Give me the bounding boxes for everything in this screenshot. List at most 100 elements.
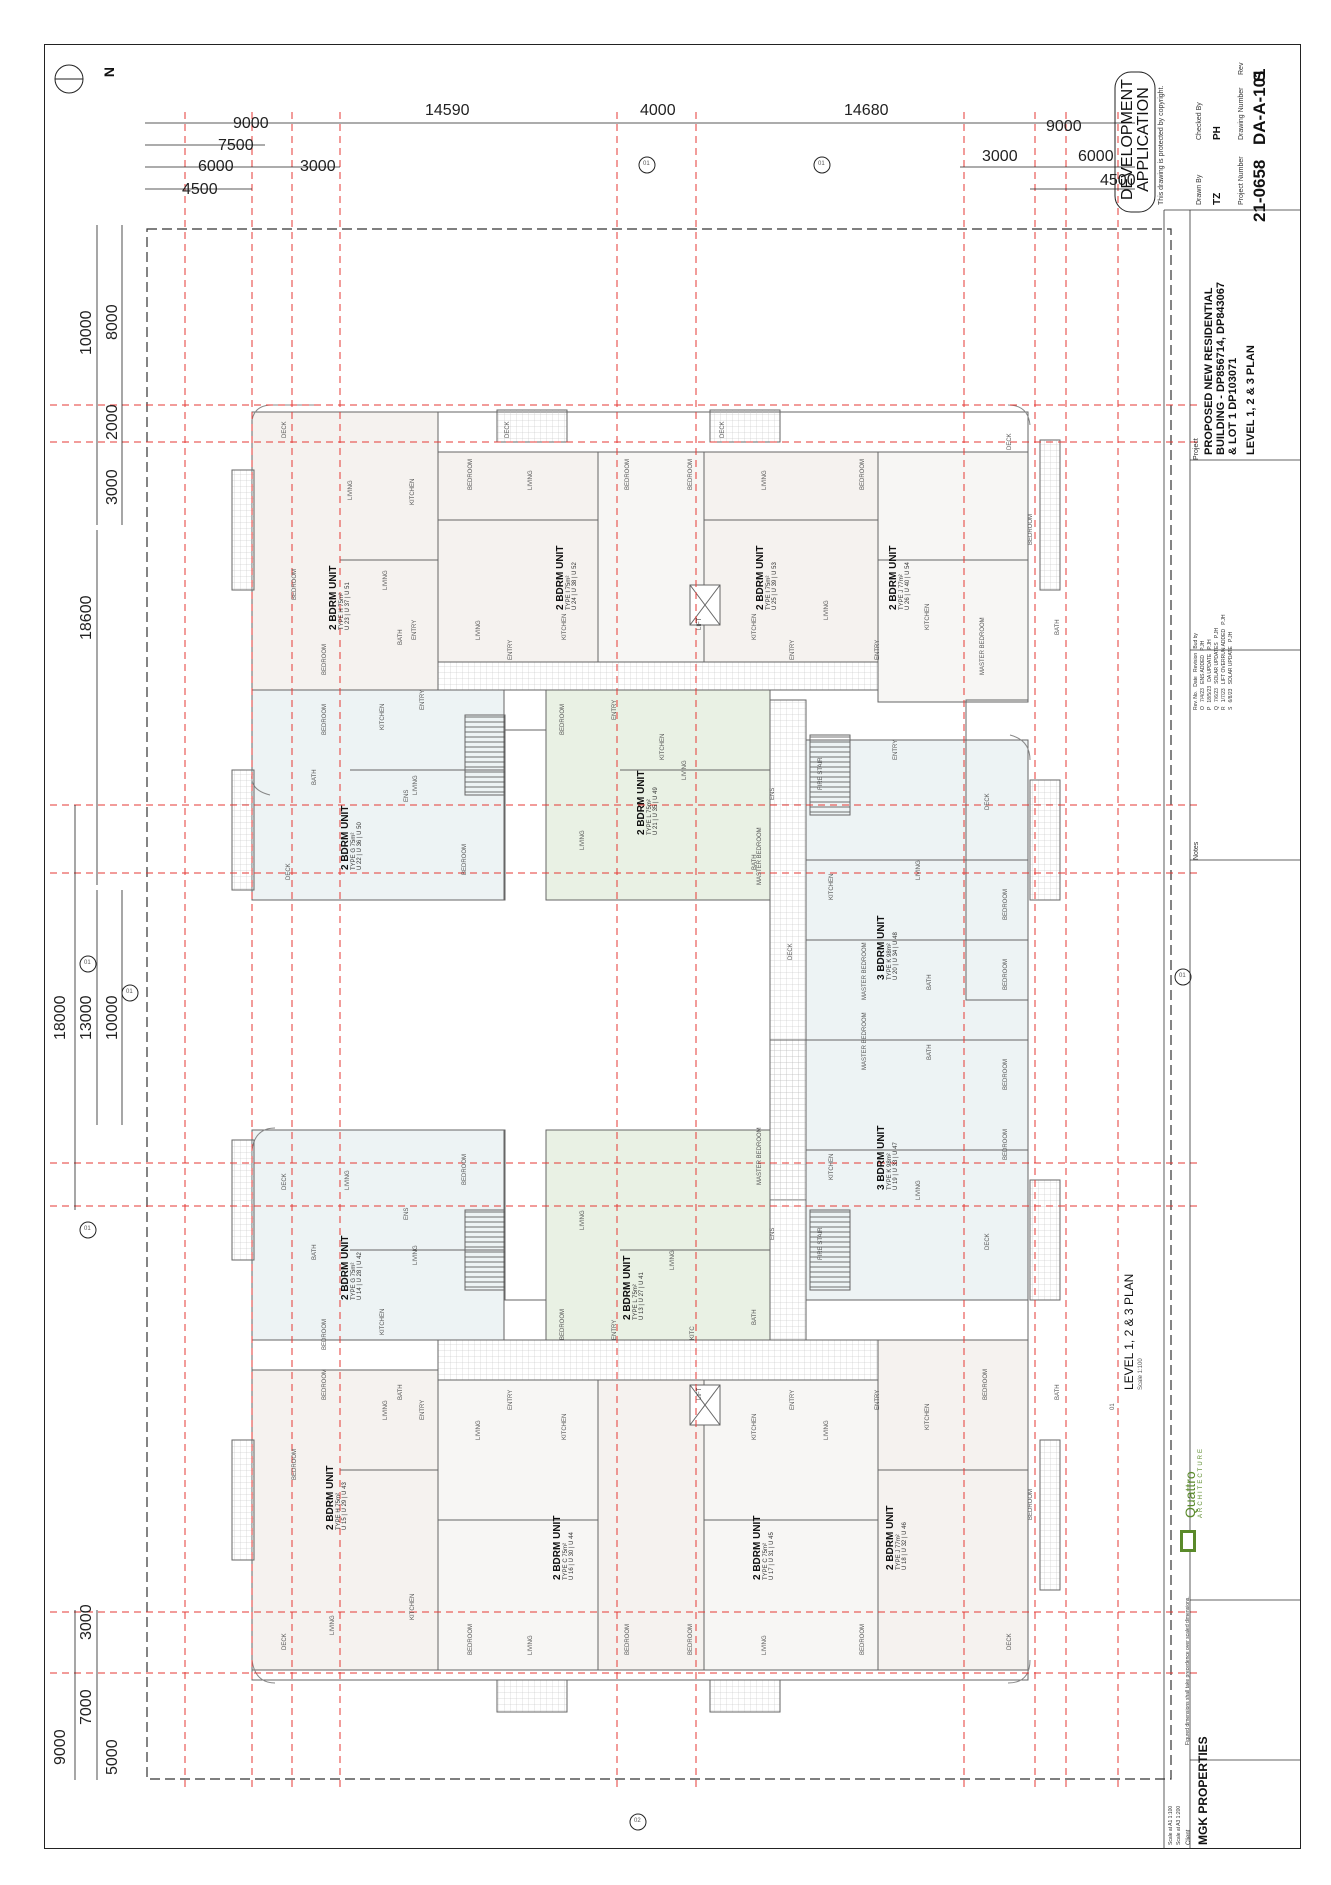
unit-id: U 41 (639, 1272, 645, 1285)
room-label: LIFT (697, 1387, 703, 1400)
unit-name: 2 BDRM UNIT (752, 1515, 763, 1580)
dim-left-5000: 5000 (104, 1739, 121, 1775)
room-label: DECK (985, 793, 991, 810)
project-name-line-3: & LOT 1 DP103071 (1227, 357, 1239, 455)
room-label: DECK (720, 421, 726, 438)
room-label: BEDROOM (322, 1318, 328, 1350)
left-dimension-lines (74, 225, 123, 1780)
room-label: ENTRY (412, 619, 418, 640)
dim-top-3000-right: 3000 (982, 148, 1018, 165)
unit-label-type-l-bottom: 2 BDRM UNIT TYPE L 75m² U 13 | U 27 | U … (622, 1255, 645, 1320)
room-label: LIVING (762, 1635, 768, 1655)
room-label: BEDROOM (322, 1368, 328, 1400)
room-label: LIVING (762, 470, 768, 490)
room-label: FIRE STAIR (818, 757, 824, 790)
room-label: ENTRY (420, 689, 426, 710)
dim-left-9000: 9000 (52, 1729, 69, 1765)
unit-name: 2 BDRM UNIT (340, 805, 351, 870)
unit-id: U 38 (572, 579, 578, 593)
dim-top-4500-right: 4500 (1100, 172, 1136, 189)
room-label: MASTER BEDROOM (757, 1127, 763, 1185)
dim-left-10000: 10000 (78, 310, 95, 356)
unit-name: 3 BDRM UNIT (876, 1125, 887, 1190)
section-marker-label: 02 (634, 1818, 641, 1824)
dim-top-7500: 7500 (218, 137, 254, 154)
drawing-sheet (44, 44, 1301, 1849)
room-label: BEDROOM (322, 643, 328, 675)
room-label: KITCHEN (410, 478, 416, 505)
unit-label-type-g-top: 2 BDRM UNIT TYPE G 75m² U 22 | U 36 | U … (340, 805, 363, 870)
unit-id: U 33 (893, 1159, 899, 1173)
project-number-label: Project Number (1238, 156, 1245, 205)
dim-left-2000: 2000 (104, 404, 121, 440)
unit-label-type-k-top: 3 BDRM UNIT TYPE K 98m² U 20 | U 34 | U … (876, 915, 899, 980)
room-label: DECK (282, 421, 288, 438)
room-label: ENS (770, 1227, 776, 1240)
unit-id: U 24 (572, 597, 578, 610)
room-label: LIVING (330, 1615, 336, 1635)
checked-by: PH (1212, 126, 1223, 140)
room-label: LIVING (413, 1245, 419, 1265)
scale-a1: Scale at A1 1:100 (1168, 1805, 1174, 1845)
room-label: ENTRY (875, 1389, 881, 1410)
stamp-line-1: DEVELOPMENT (1119, 79, 1136, 200)
unit-id: U 17 (769, 1567, 775, 1580)
room-label: BEDROOM (462, 843, 468, 875)
unit-name: 2 BDRM UNIT (888, 545, 899, 610)
da-stamp (1114, 71, 1156, 213)
room-label: DECK (282, 1173, 288, 1190)
project-name-line-2: BUILDING - DP856714, DP843067 (1215, 281, 1227, 455)
room-label: KITCHEN (380, 703, 386, 730)
room-label: LIVING (528, 470, 534, 490)
unit-label-type-l-top: 2 BDRM UNIT TYPE L 75m² U 21 | U 35 | U … (636, 770, 659, 835)
room-label: LIVING (916, 860, 922, 880)
dim-top-9000-right: 9000 (1046, 118, 1082, 135)
room-label: KITCHEN (380, 1308, 386, 1335)
building-block-bottom (231, 584, 1061, 1713)
unit-id: U 44 (569, 1532, 575, 1545)
room-label: BEDROOM (625, 458, 631, 490)
room-label: LIVING (383, 1400, 389, 1420)
room-label: BEDROOM (292, 1448, 298, 1480)
room-label: BEDROOM (292, 568, 298, 600)
checked-by-label: Checked By (1196, 102, 1203, 140)
unit-name: 3 BDRM UNIT (876, 915, 887, 980)
room-label: DECK (985, 1233, 991, 1250)
unit-name: 2 BDRM UNIT (552, 1515, 563, 1580)
unit-id: U 19 (893, 1177, 899, 1190)
room-label: ENS (404, 789, 410, 802)
project-name-line-1: PROPOSED NEW RESIDENTIAL (1203, 287, 1215, 455)
room-label: KITCHEN (410, 1593, 416, 1620)
room-label: KITCHEN (829, 1153, 835, 1180)
section-markers (79, 156, 1192, 1831)
unit-id: U 40 (905, 579, 911, 593)
da-stamp-text: DEVELOPMENT APPLICATION (1119, 79, 1152, 200)
firm-sub: ARCHITECTURE (1198, 1446, 1204, 1518)
room-label: ENTRY (612, 699, 618, 720)
room-label: FIRE STAIR (818, 1227, 824, 1260)
room-label: BATH (752, 1309, 758, 1325)
room-label: KITCHEN (925, 603, 931, 630)
room-label: BEDROOM (625, 1623, 631, 1655)
unit-label-type-c-2: 2 BDRM UNIT TYPE C 75m² U 17 | U 31 | U … (752, 1515, 775, 1580)
unit-id: U 54 (905, 562, 911, 575)
room-label: KITCHEN (660, 733, 666, 760)
dim-left-7000: 7000 (78, 1689, 95, 1725)
section-marker-label: 01 (643, 161, 650, 167)
room-label: BEDROOM (1028, 513, 1034, 545)
unit-id: U 32 (902, 1539, 908, 1553)
room-label: LIFT (697, 617, 703, 630)
room-label: ENTRY (893, 739, 899, 760)
unit-id: U 25 (772, 597, 778, 610)
unit-name: 2 BDRM UNIT (325, 1465, 336, 1530)
drawn-by: TZ (1212, 192, 1223, 205)
unit-id: U 23 (345, 617, 351, 630)
room-label: KITCHEN (562, 613, 568, 640)
room-label: LIVING (476, 1420, 482, 1440)
room-label: DECK (788, 943, 794, 960)
unit-id: U 53 (772, 562, 778, 575)
unit-id: U 46 (902, 1522, 908, 1535)
unit-id: U 37 (345, 599, 351, 613)
project-label: Project (1193, 438, 1200, 460)
drawn-by-label: Drawn By (1196, 174, 1203, 205)
